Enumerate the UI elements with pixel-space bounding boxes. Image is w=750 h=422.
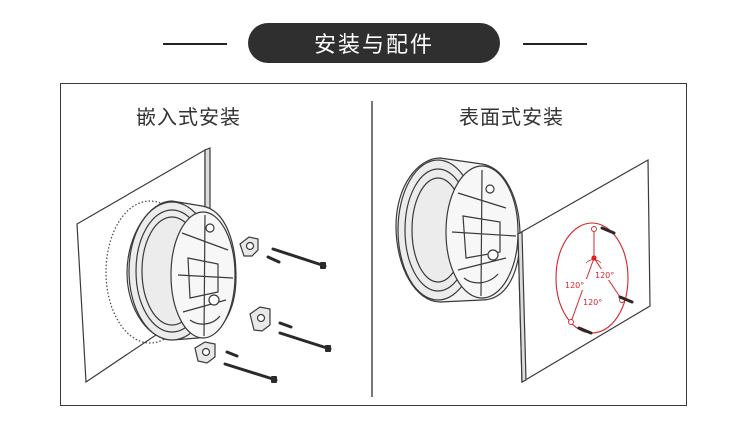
mounting-pattern: 120° 120° 120° [555, 222, 634, 335]
title-line-left [163, 43, 227, 45]
recessed-install-title: 嵌入式安装 [136, 105, 241, 129]
surface-install-title: 表面式安装 [459, 105, 564, 129]
angle-label-left: 120° [565, 281, 584, 290]
section-title: 安装与配件 [248, 23, 500, 63]
diagram-frame [60, 83, 687, 406]
clamp-bottom [194, 341, 216, 364]
angle-label-bottom: 120° [583, 298, 602, 307]
title-line-right [523, 43, 587, 45]
clamp-middle [249, 306, 271, 332]
surface-install-illustration [395, 157, 651, 384]
angle-label-right: 120° [595, 271, 614, 280]
surface-screws [577, 226, 634, 335]
recessed-install-illustration [76, 147, 332, 384]
panel-divider [371, 101, 373, 397]
long-bolts [223, 247, 332, 382]
clamp-top [239, 236, 259, 257]
back-plate-left [170, 211, 236, 339]
wall-panel-right [517, 158, 651, 384]
short-screws [225, 255, 293, 358]
